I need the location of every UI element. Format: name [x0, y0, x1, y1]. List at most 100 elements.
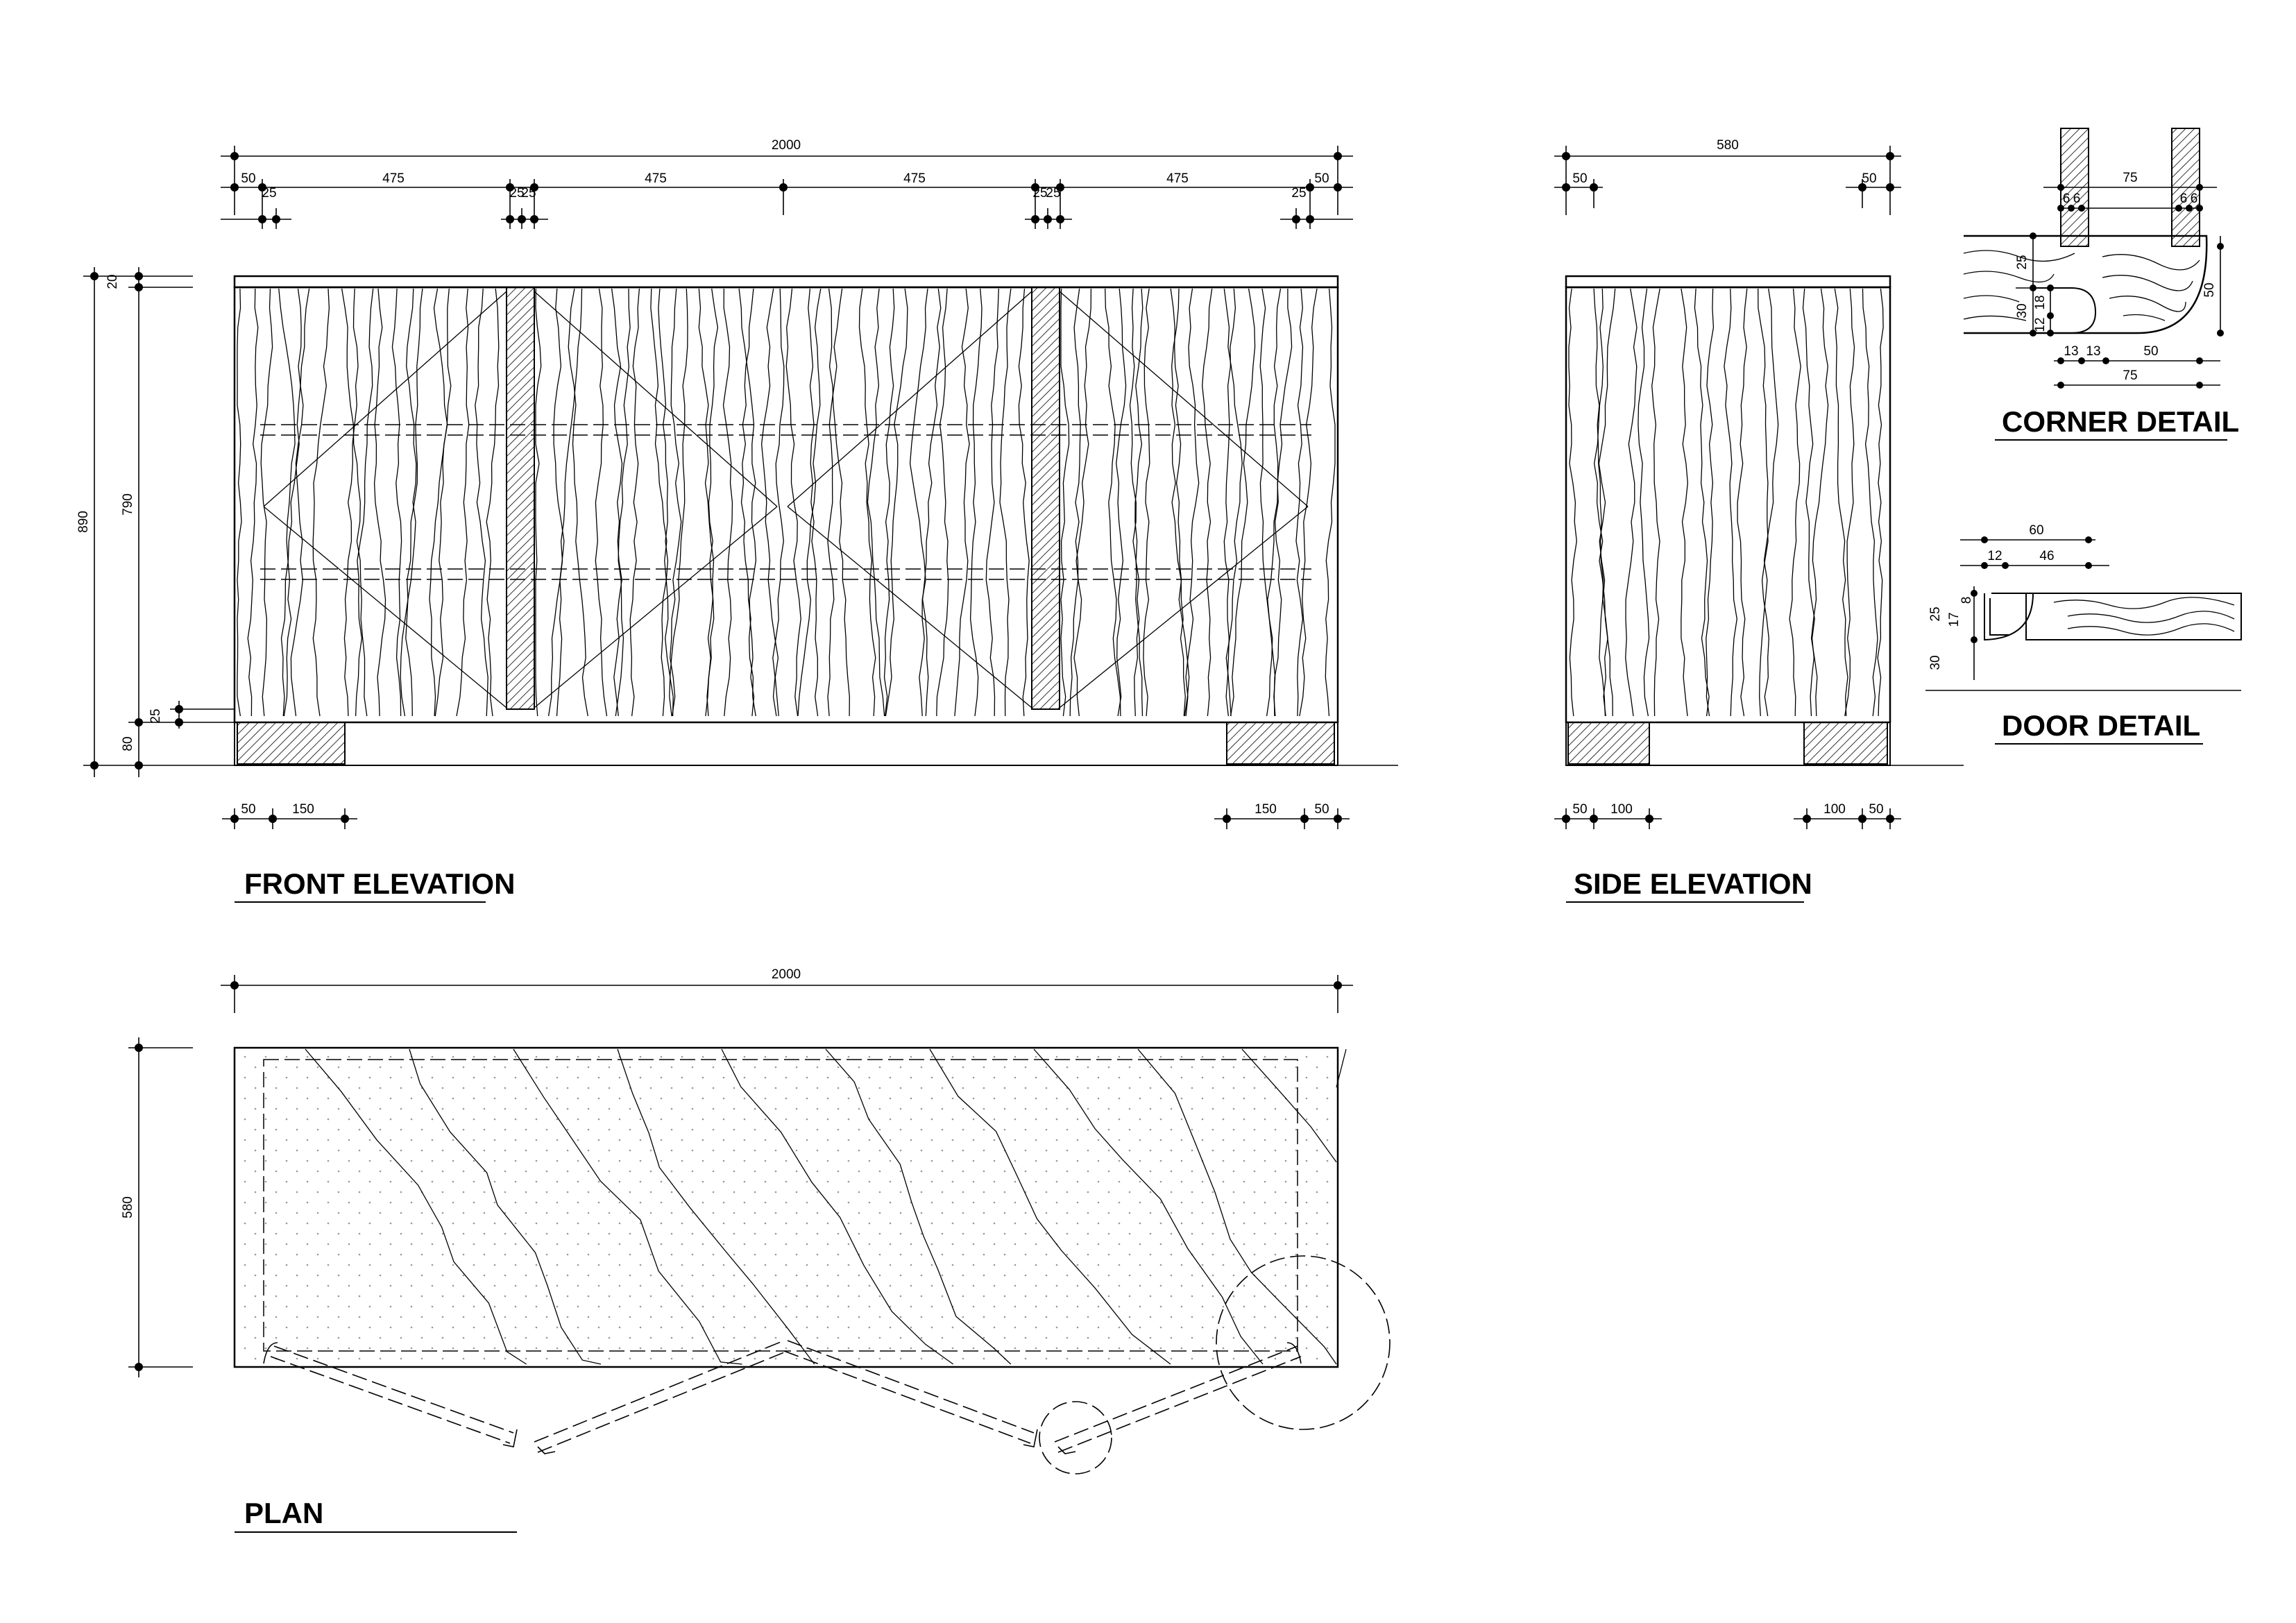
grain-line: [1137, 1048, 1337, 1365]
grain-line: [547, 288, 583, 717]
corner-dim-top-width: 75: [2123, 171, 2137, 185]
corner-dim-right-50: 50: [2202, 282, 2217, 297]
front-plinth: [234, 722, 1338, 766]
grain-line: [611, 288, 623, 717]
corner-top-board: [1964, 235, 2208, 334]
door-dim-inner-17: 17: [1947, 612, 1962, 627]
grain-line: [553, 288, 565, 717]
side-dim-end-left: 50: [1572, 171, 1587, 186]
front-dim-foot-offset-right: 50: [1314, 802, 1329, 817]
corner-detail-title: CORNER DETAIL: [2002, 405, 2239, 438]
door-panel: [2025, 593, 2242, 640]
corner-dim-bottom-50: 50: [2143, 344, 2158, 359]
grain-line: [1241, 1048, 1337, 1163]
grain-line: [247, 288, 259, 717]
grain-line: [343, 288, 359, 717]
corner-dim-dots: [2030, 184, 2224, 389]
front-elevation: [233, 275, 1339, 766]
grain-line: [1202, 288, 1213, 717]
grain-line: [1299, 288, 1318, 717]
grain-line: [1834, 288, 1848, 717]
grain-line: [1706, 288, 1715, 717]
corner-dim-h-lower: 30: [2015, 303, 2030, 318]
grain-line: [1105, 288, 1121, 717]
grain-line: [1273, 289, 1293, 717]
grain-line: [721, 1048, 954, 1365]
grain-line: [1681, 288, 1688, 717]
door-dim-left-30: 30: [1928, 655, 1943, 670]
grain-line: [1862, 288, 1878, 717]
corner-dim-six-4: 6: [2191, 192, 2198, 206]
grain-line: [535, 288, 542, 717]
grain-line: [615, 288, 631, 717]
grain-line: [373, 288, 386, 717]
grain-line: [341, 288, 368, 717]
door-detail: [1925, 539, 2242, 691]
front-dim-foot-width-left: 150: [292, 802, 314, 817]
grain-line: [1789, 288, 1801, 717]
grain-line: [280, 288, 310, 717]
grain-line: [278, 288, 296, 717]
grain-line: [772, 288, 785, 717]
grain-line: [1810, 288, 1829, 717]
grain-line: [827, 288, 843, 717]
corner-dim-six-1: 6: [2063, 192, 2070, 206]
grain-line: [391, 288, 402, 717]
grain-line: [260, 288, 273, 717]
plan-outline: [233, 1046, 1339, 1368]
grain-line: [1069, 288, 1081, 717]
grain-line: [1143, 288, 1150, 717]
front-dim-labels: 2000 50 475 475 475 475 50 25 25 25 25 2…: [76, 138, 1329, 817]
plan-dim-depth: 580: [121, 1196, 135, 1218]
grain-line: [858, 288, 876, 717]
corner-dim-bottom-13-b: 13: [2086, 344, 2100, 359]
grain-line: [1336, 1048, 1347, 1088]
side-dim-overall: 580: [1717, 138, 1739, 153]
plan-dim-overall: 2000: [772, 967, 801, 982]
front-door-swing-lines: [263, 291, 1309, 708]
front-dim-height-plinth: 80: [121, 736, 135, 751]
grain-line: [595, 288, 608, 717]
grain-line: [475, 288, 488, 717]
grain-line: [740, 288, 756, 717]
grain-line: [1129, 288, 1140, 717]
grain-line: [808, 288, 819, 717]
grain-line: [1116, 288, 1127, 717]
grain-line: [722, 288, 733, 717]
corner-dim-bottom-13-a: 13: [2064, 344, 2078, 359]
grain-line: [1170, 288, 1190, 717]
front-dim-height-top: 20: [105, 274, 120, 289]
grain-line: [456, 288, 470, 717]
side-dim-foot-offset-left: 50: [1572, 802, 1587, 817]
grain-line: [312, 288, 330, 717]
door-dim-mid-46: 46: [2039, 549, 2054, 563]
grain-line: [1171, 288, 1186, 717]
front-dim-gap-5: 25: [1046, 186, 1060, 201]
grain-line: [969, 288, 983, 717]
front-top-board: [233, 275, 1339, 289]
grain-line: [825, 1048, 1012, 1365]
front-dim-end-left: 50: [241, 171, 255, 186]
grain-line: [617, 1048, 815, 1365]
grain-line: [929, 1048, 1171, 1365]
corner-dim-labels: 75 6 6 6 6 25 30 18 12 50 13 13 50 75: [2015, 171, 2217, 383]
grain-line: [885, 288, 908, 717]
grain-line: [1266, 288, 1282, 717]
grain-line: [1060, 288, 1070, 717]
grain-line: [1185, 288, 1200, 717]
front-dim-height-total: 890: [76, 511, 91, 533]
grain-line: [1724, 288, 1737, 717]
front-elevation-title: FRONT ELEVATION: [244, 867, 515, 900]
grain-line: [1325, 288, 1336, 717]
front-dim-end-right: 50: [1314, 171, 1329, 186]
grain-line: [433, 288, 448, 717]
grain-line: [486, 288, 500, 717]
grain-line: [1230, 288, 1256, 717]
side-top-board: [1565, 275, 1891, 289]
grain-line: [629, 288, 640, 717]
grain-line: [290, 288, 304, 717]
corner-detail: [1963, 128, 2221, 386]
grain-line: [1593, 288, 1613, 717]
grain-line: [909, 288, 928, 717]
front-mullion-right: [1031, 287, 1060, 710]
